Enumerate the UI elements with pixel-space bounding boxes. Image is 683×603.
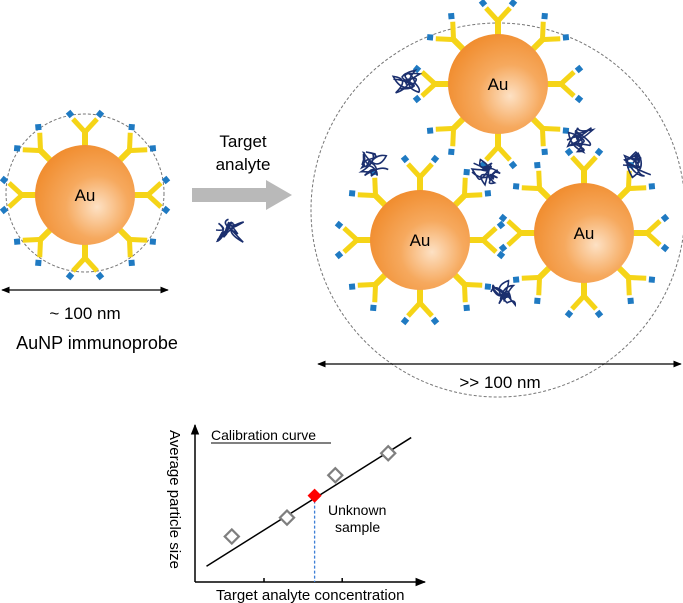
gold-core xyxy=(35,145,135,245)
antibody-icon xyxy=(498,213,538,253)
arrow-label-line1: Target xyxy=(219,132,267,151)
au-label: Au xyxy=(488,75,509,94)
gold-nanoparticle: Au xyxy=(0,109,171,281)
reaction-arrow-head xyxy=(266,180,292,210)
aunp-immunoprobe xyxy=(5,113,165,273)
probe-name-label: AuNP immunoprobe xyxy=(16,333,178,353)
antibody-icon xyxy=(65,241,105,281)
target-analyte-icon xyxy=(566,127,596,154)
antibody-icon xyxy=(400,154,440,194)
antibody-icon xyxy=(564,279,604,319)
aggregate-size-label: >> 100 nm xyxy=(459,373,540,392)
unknown-label-line1: Unknown xyxy=(328,502,386,518)
gold-core xyxy=(448,34,548,134)
calibration-point xyxy=(278,509,296,527)
target-analyte-icon xyxy=(358,151,389,177)
antibody-icon xyxy=(65,109,105,149)
gold-core xyxy=(534,183,634,283)
au-label: Au xyxy=(410,231,431,250)
antibody-icon xyxy=(131,175,171,215)
unknown-sample-point xyxy=(307,488,322,503)
gold-core xyxy=(370,190,470,290)
antibody-icon xyxy=(478,0,518,38)
gold-nanoparticle: Au xyxy=(334,154,506,326)
unknown-label-line2: sample xyxy=(335,519,380,535)
target-analyte-icon xyxy=(215,218,245,243)
antibody-icon xyxy=(544,64,584,104)
antibody-icon xyxy=(13,123,55,165)
target-analyte-icon xyxy=(470,158,501,187)
antibody-icon xyxy=(334,220,374,260)
gold-nanoparticle: Au xyxy=(412,0,584,170)
probe-size-label: ~ 100 nm xyxy=(49,304,120,323)
calibration-chart: Calibration curve Average particle size … xyxy=(166,423,427,603)
antibody-icon xyxy=(412,64,452,104)
calibration-point xyxy=(223,527,241,546)
arrow-label-line2: analyte xyxy=(216,155,271,174)
target-analyte-icon xyxy=(622,151,652,179)
chart-title: Calibration curve xyxy=(211,427,316,443)
antibody-icon xyxy=(466,220,506,260)
calibration-point xyxy=(379,444,397,462)
antibody-icon xyxy=(0,175,39,215)
antibody-icon xyxy=(400,286,440,326)
fit-line xyxy=(206,436,412,567)
target-analyte-icon xyxy=(391,69,423,94)
antibody-icon xyxy=(13,225,55,267)
y-axis-label: Average particle size xyxy=(166,430,183,569)
au-label: Au xyxy=(574,224,595,243)
antibody-icon xyxy=(115,123,157,165)
gold-nanoparticle: Au xyxy=(498,147,670,319)
au-label: Au xyxy=(75,186,96,205)
calibration-point xyxy=(326,466,344,484)
target-analyte-icon xyxy=(490,279,516,308)
antibody-icon xyxy=(630,213,670,253)
hydrodynamic-boundary xyxy=(5,113,165,273)
x-axis-label: Target analyte concentration xyxy=(216,587,404,603)
antibody-icon xyxy=(564,147,604,187)
